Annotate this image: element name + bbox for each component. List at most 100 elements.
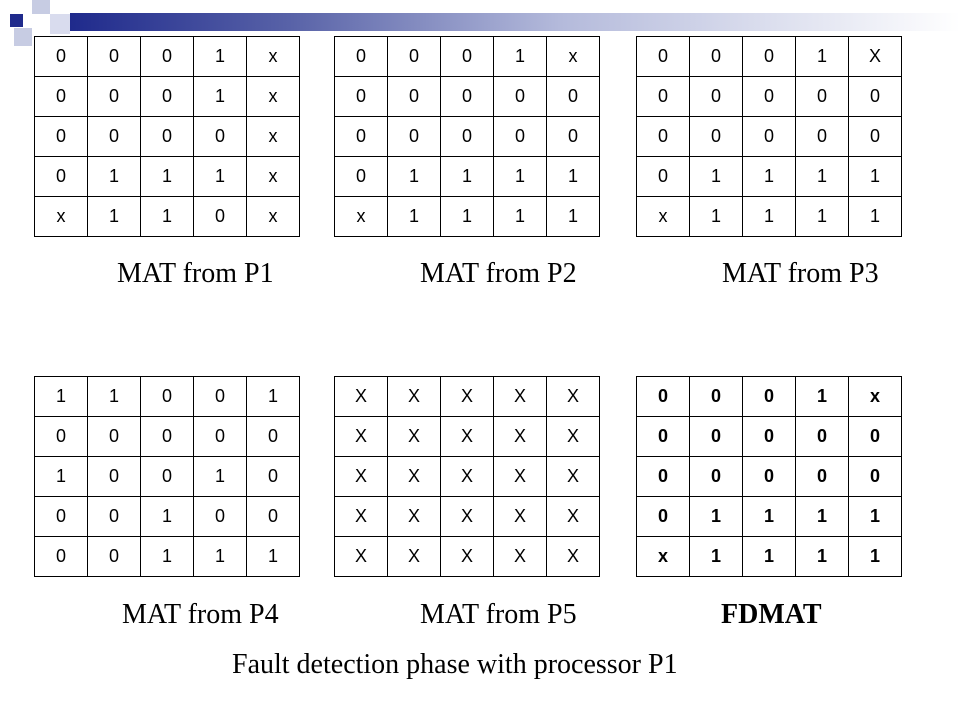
matrix-cell: 1	[795, 196, 849, 237]
matrix-cell: 0	[387, 116, 441, 157]
matrix-cell: X	[387, 456, 441, 497]
matrix-row: 0 1 1 1 1	[636, 156, 902, 197]
matrix-cell: x	[246, 196, 300, 237]
matrix-cell: X	[848, 36, 902, 77]
matrix-cell: 0	[34, 76, 88, 117]
matrix-cell: 0	[334, 76, 388, 117]
matrix-cell: 0	[246, 456, 300, 497]
matrix-cell: 0	[689, 116, 743, 157]
matrix-row: X X X X X	[334, 496, 600, 537]
matrix-cell: 0	[334, 36, 388, 77]
matrix-row: X X X X X	[334, 416, 600, 457]
matrix-cell: X	[440, 416, 494, 457]
matrix-cell: 0	[636, 116, 690, 157]
matrix-cell: X	[546, 416, 600, 457]
matrix-cell: 0	[246, 496, 300, 537]
matrix-row: X X X X X	[334, 456, 600, 497]
matrix-cell: 0	[140, 456, 194, 497]
matrix-cell: 1	[246, 376, 300, 417]
matrix-cell: 0	[34, 536, 88, 577]
matrix-cell: 0	[546, 116, 600, 157]
matrix-cell: 1	[795, 36, 849, 77]
matrix-cell: 0	[140, 116, 194, 157]
matrix-cell: 0	[742, 456, 796, 497]
matrix-row: 0 0 0 0 0	[636, 456, 902, 497]
matrix-row: 1 0 0 1 0	[34, 456, 300, 497]
matrix-cell: 0	[848, 76, 902, 117]
matrix-cell: 1	[795, 496, 849, 537]
matrix-cell: x	[246, 36, 300, 77]
matrix-cell: 0	[636, 376, 690, 417]
matrix-cell: 0	[795, 416, 849, 457]
matrix-cell: 0	[689, 416, 743, 457]
matrix-cell: 0	[193, 496, 247, 537]
matrix-cell: X	[334, 416, 388, 457]
matrix-cell: X	[334, 456, 388, 497]
matrix-cell: 1	[795, 536, 849, 577]
matrix-row: x 1 1 1 1	[636, 196, 902, 237]
matrix-cell: 0	[34, 156, 88, 197]
caption-fdmat: FDMAT	[721, 599, 822, 630]
matrix-cell: 0	[742, 376, 796, 417]
matrix-cell: 1	[193, 156, 247, 197]
matrix-cell: 0	[636, 76, 690, 117]
matrix-cell: 1	[848, 496, 902, 537]
matrix-cell: 1	[742, 156, 796, 197]
matrix-cell: 1	[848, 536, 902, 577]
matrix-cell: X	[387, 536, 441, 577]
matrix-row: 0 0 1 0 0	[34, 496, 300, 537]
matrix-cell: X	[546, 496, 600, 537]
matrix-cell: 0	[636, 36, 690, 77]
matrix-cell: 0	[636, 456, 690, 497]
matrix-cell: x	[34, 196, 88, 237]
matrix-cell: 0	[689, 36, 743, 77]
matrix-row: 0 0 0 1 x	[34, 36, 300, 77]
matrix-cell: 1	[387, 156, 441, 197]
matrix-cell: 0	[334, 156, 388, 197]
matrix-cell: 1	[140, 196, 194, 237]
matrix-row: 0 0 0 0 0	[636, 116, 902, 157]
matrix-cell: 0	[140, 36, 194, 77]
matrix-row: 0 1 1 1 1	[334, 156, 600, 197]
matrix-row: 0 0 0 1 x	[636, 376, 902, 417]
matrix-cell: X	[493, 496, 547, 537]
matrix-cell: 0	[848, 116, 902, 157]
matrix-cell: 0	[546, 76, 600, 117]
matrix-cell: 0	[193, 376, 247, 417]
decor-square	[32, 0, 50, 14]
matrix-cell: 0	[795, 76, 849, 117]
matrix-cell: 0	[87, 416, 141, 457]
matrix-row: 0 0 0 0 x	[34, 116, 300, 157]
matrix-p4: 1 1 0 0 1 0 0 0 0 0 1 0 0 1 0 0 0 1 0 0 …	[34, 376, 300, 577]
matrix-row: X X X X X	[334, 536, 600, 577]
matrix-row: 0 1 1 1 x	[34, 156, 300, 197]
title-bar-gradient	[70, 13, 960, 31]
matrix-cell: 0	[34, 36, 88, 77]
matrix-cell: 0	[140, 376, 194, 417]
matrix-cell: 1	[140, 156, 194, 197]
matrix-cell: 0	[795, 116, 849, 157]
matrix-cell: X	[440, 536, 494, 577]
matrix-cell: 1	[440, 156, 494, 197]
matrix-cell: 0	[440, 76, 494, 117]
matrix-cell: 0	[742, 116, 796, 157]
matrix-cell: 1	[848, 196, 902, 237]
matrix-cell: X	[440, 496, 494, 537]
matrix-cell: 1	[689, 496, 743, 537]
decor-square	[50, 14, 70, 34]
matrix-cell: 0	[689, 376, 743, 417]
matrix-row: 0 0 0 0 0	[636, 76, 902, 117]
matrix-p2: 0 0 0 1 x 0 0 0 0 0 0 0 0 0 0 0 1 1 1 1 …	[334, 36, 600, 237]
matrix-cell: 1	[140, 496, 194, 537]
matrix-cell: X	[493, 376, 547, 417]
matrix-cell: 0	[87, 76, 141, 117]
matrix-cell: x	[636, 536, 690, 577]
matrix-p3: 0 0 0 1 X 0 0 0 0 0 0 0 0 0 0 0 1 1 1 1 …	[636, 36, 902, 237]
matrix-cell: 0	[87, 496, 141, 537]
matrix-cell: 0	[34, 416, 88, 457]
matrix-cell: 1	[440, 196, 494, 237]
caption-p3: MAT from P3	[722, 258, 879, 289]
matrix-cell: X	[334, 496, 388, 537]
matrix-row: 0 0 0 0 0	[34, 416, 300, 457]
matrix-cell: X	[493, 416, 547, 457]
